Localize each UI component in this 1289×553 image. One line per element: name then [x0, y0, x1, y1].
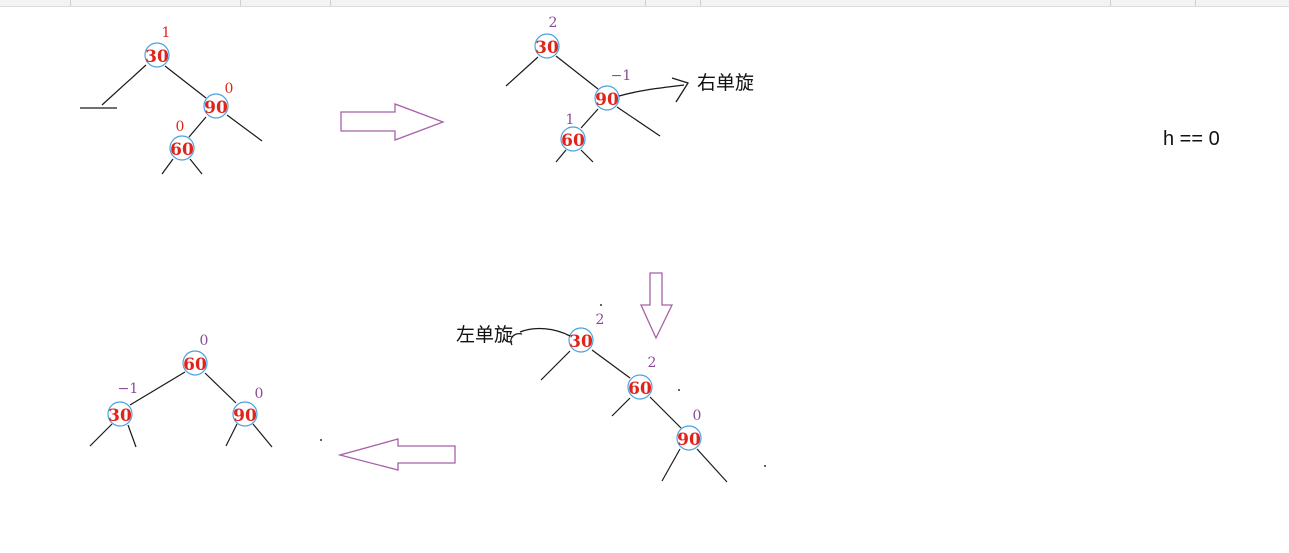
node-circle [232, 401, 258, 427]
tree-1: 30 1 90 0 60 0 [80, 25, 263, 175]
edge [161, 158, 174, 175]
tree-node: 90 0 [676, 408, 702, 451]
toolbar-divider [645, 0, 646, 6]
edge [505, 56, 539, 87]
balance-factor: 1 [162, 25, 171, 41]
node-value: 90 [677, 430, 701, 450]
balance-factor: 0 [693, 408, 702, 424]
toolbar-divider [1195, 0, 1196, 6]
tree-node: 90 −1 [594, 68, 632, 111]
pointer-curve [519, 327, 571, 337]
tree-node: 30 2 [568, 312, 605, 353]
pointer-curve [671, 77, 690, 103]
balance-factor: 0 [200, 333, 209, 349]
edge [189, 158, 203, 175]
balance-factor: 1 [566, 112, 575, 128]
node-circle [627, 374, 653, 400]
node-value: 90 [595, 90, 619, 110]
edge [649, 396, 682, 429]
node-value: 60 [628, 379, 652, 399]
edge [252, 423, 273, 448]
toolbar-divider [240, 0, 241, 6]
balance-factor: 2 [549, 15, 558, 31]
arrow-right [340, 103, 445, 141]
edge [129, 371, 186, 406]
stray-mark [320, 439, 322, 441]
toolbar-divider [330, 0, 331, 6]
tree-node: 90 0 [203, 81, 234, 119]
edge [127, 424, 137, 448]
node-value: 90 [204, 98, 228, 118]
stray-mark [678, 389, 680, 391]
tree-node: 60 1 [560, 112, 586, 152]
balance-factor: 0 [225, 81, 234, 97]
toolbar-divider [1110, 0, 1111, 6]
balance-factor: −1 [611, 68, 632, 84]
tree-3: 30 2 60 2 90 0 左单旋 [456, 312, 728, 483]
node-circle [676, 425, 702, 451]
node-circle [534, 33, 560, 59]
edge [226, 114, 263, 142]
edge [101, 64, 147, 106]
edge [591, 349, 631, 379]
edge [555, 55, 599, 90]
edge [204, 372, 237, 404]
balance-factor: 0 [176, 119, 185, 135]
tree-node: 30 2 [534, 15, 560, 59]
node-value: 60 [170, 140, 194, 160]
edge [616, 106, 661, 137]
edge [580, 149, 594, 163]
node-value: 30 [569, 332, 593, 352]
edge [225, 423, 238, 447]
balance-factor: 2 [596, 312, 605, 328]
node-circle [144, 42, 170, 68]
toolbar-divider [70, 0, 71, 6]
edge [661, 448, 681, 482]
tree-node: 60 2 [627, 355, 657, 400]
tree-node: 30 −1 [107, 381, 139, 427]
tree-node: 90 0 [232, 386, 264, 427]
node-circle [560, 126, 586, 152]
stray-mark [764, 465, 766, 467]
rotation-label: 右单旋 [697, 72, 754, 94]
node-value: 90 [233, 406, 257, 426]
rotation-label: 左单旋 [456, 324, 513, 346]
balance-factor: 0 [255, 386, 264, 402]
tree-node: 60 0 [182, 333, 209, 376]
node-value: 30 [108, 406, 132, 426]
edge [555, 149, 567, 163]
edge [696, 448, 728, 483]
node-circle [568, 327, 594, 353]
node-value: 60 [183, 355, 207, 375]
node-circle [182, 350, 208, 376]
edge [540, 350, 571, 381]
tree-2: 30 2 90 −1 60 1 右单旋 [505, 15, 754, 163]
node-circle [203, 93, 229, 119]
pointer-curve [618, 84, 685, 97]
arrow-left [337, 438, 456, 471]
pointer-curve [510, 332, 523, 346]
edge [188, 116, 207, 138]
tree-node: 30 1 [144, 25, 171, 68]
node-circle [169, 135, 195, 161]
node-value: 30 [535, 38, 559, 58]
tree-node: 60 0 [169, 119, 195, 161]
node-circle [107, 401, 133, 427]
height-note: h == 0 [1163, 128, 1220, 150]
stray-mark [600, 304, 602, 306]
node-value: 30 [145, 47, 169, 67]
edge [611, 397, 631, 417]
node-value: 60 [561, 131, 585, 151]
toolbar-divider [700, 0, 701, 6]
edge [580, 108, 599, 129]
edge [164, 65, 207, 99]
tree-4: 60 0 30 −1 90 0 [89, 333, 273, 448]
balance-factor: −1 [118, 381, 139, 397]
node-circle [594, 85, 620, 111]
window-top-strip [0, 0, 1289, 7]
balance-factor: 2 [648, 355, 657, 371]
arrow-down [639, 272, 674, 340]
edge [89, 423, 113, 447]
